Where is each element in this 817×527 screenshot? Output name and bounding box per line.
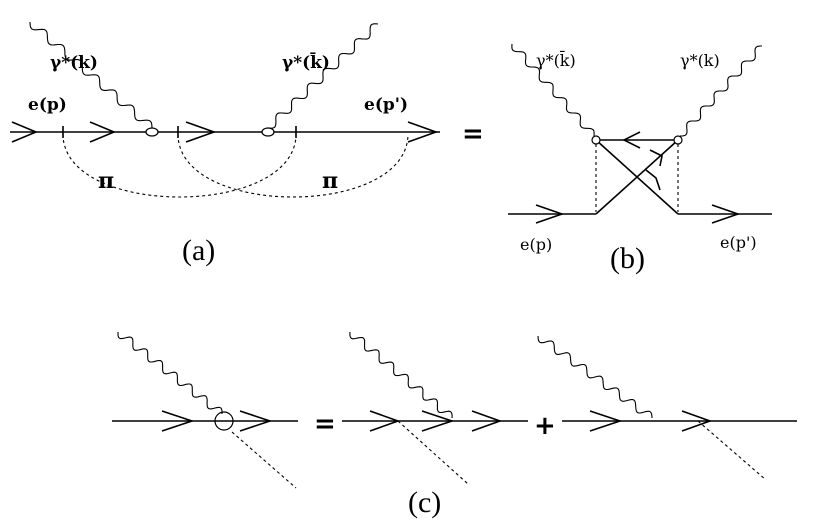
panel-b-photon-kbar (511, 43, 595, 137)
panel-b-label-e-pprime: e(p') (720, 233, 757, 252)
panel-a-label-pi-right: π (322, 168, 338, 194)
panel-b-vertex-left (591, 135, 601, 145)
panel-c-part1-arrow-2 (239, 410, 273, 432)
panel-a-arrow-3 (185, 121, 217, 143)
panel-b: γ*(k̄) γ*(k) e(p) e(p') (b) (508, 43, 772, 275)
panel-a-label-e-p: e(p) (28, 95, 67, 115)
panel-a-arrow-2 (89, 121, 117, 143)
panel-a-photon-kbar (267, 23, 379, 129)
panel-b-cross-arrow-2 (645, 169, 661, 191)
panel-b-photon-k (680, 45, 762, 137)
panel-b-top-arrow (622, 131, 641, 149)
panel-c-part3-photon (537, 335, 653, 419)
panel-a-arrow-1 (11, 121, 39, 143)
panel-b-label-e-p: e(p) (520, 235, 552, 254)
equals-sign-ab: = (462, 119, 484, 149)
panel-a-pion-left (62, 133, 297, 198)
panel-b-label-gamma-k: γ*(k) (680, 51, 720, 70)
panel-a: γ*(k) γ*(k̄) e(p) e(p') π π (a) (10, 21, 440, 267)
panel-c-part1-arrow-1 (161, 410, 195, 432)
panel-a-label-e-pprime: e(p') (364, 95, 408, 115)
panel-b-vertex-right (673, 135, 683, 145)
panel-c-part2-pion (397, 420, 469, 485)
panel-a-label-gamma-k: γ*(k) (50, 53, 98, 73)
panel-a-arrow-4 (407, 121, 439, 143)
panel-c-part2-photon (349, 331, 453, 419)
panel-c-part1-pion (231, 431, 297, 489)
panel-c-part1-photon (117, 332, 223, 414)
panel-c-part1-vertex (214, 411, 234, 431)
panel-b-outgoing-arrow (711, 204, 741, 224)
panel-a-caption: (a) (182, 234, 215, 267)
panel-c-part2-arrow-2 (421, 410, 455, 432)
panel-c-equals-sign: = (314, 409, 336, 439)
panel-c-part3-arrow-2 (681, 410, 713, 432)
panel-b-caption: (b) (610, 242, 645, 275)
panel-a-label-gamma-kbar: γ*(k̄) (282, 52, 330, 73)
panel-c-plus-sign: + (534, 411, 556, 441)
panel-a-photon-k (29, 21, 153, 129)
panel-c: = + (c) (112, 331, 797, 519)
panel-a-pion-right (177, 133, 409, 198)
panel-c-part3-pion (697, 420, 767, 481)
panel-b-label-gamma-kbar: γ*(k̄) (536, 49, 576, 70)
panel-c-part3-arrow-1 (589, 410, 623, 432)
panel-a-label-pi-left: π (98, 168, 114, 194)
panel-b-cross-2 (595, 139, 679, 215)
panel-b-incoming-arrow (535, 204, 565, 224)
panel-b-cross-arrow-1 (649, 149, 663, 167)
panel-a-vertex-left (145, 127, 159, 137)
panel-a-vertex-right (261, 127, 275, 137)
panel-c-caption: (c) (408, 486, 441, 519)
panel-c-part2-arrow-3 (471, 410, 503, 432)
